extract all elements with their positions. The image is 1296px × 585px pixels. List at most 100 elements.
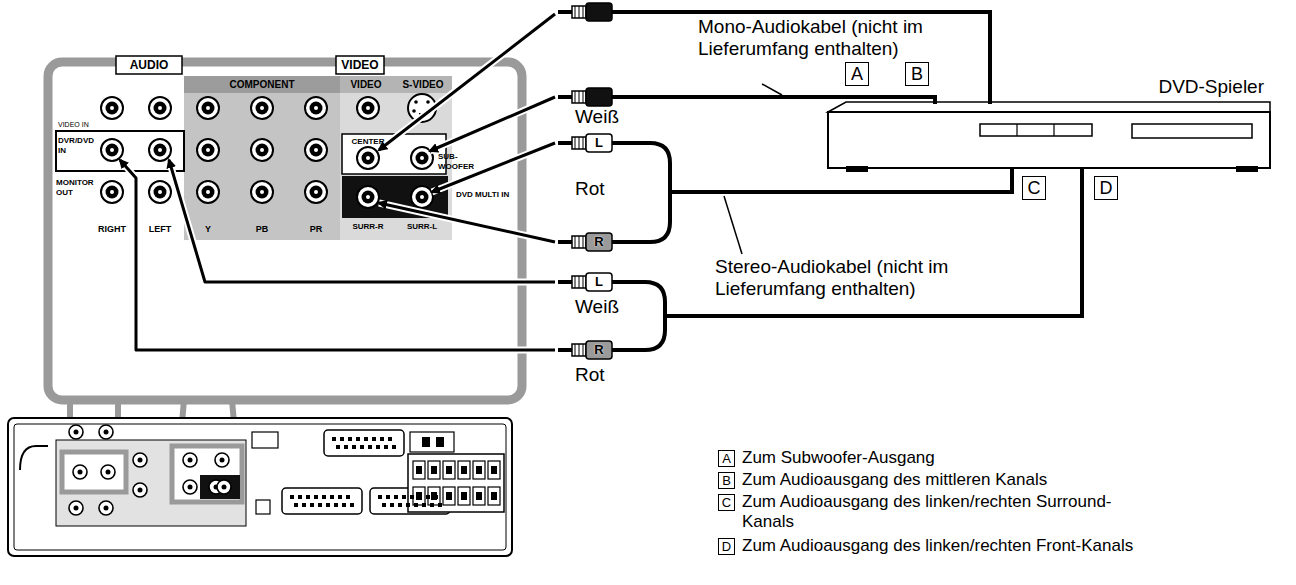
unit-jack (215, 453, 229, 467)
speaker-terminal-slot (476, 492, 482, 500)
jack-group (101, 94, 436, 208)
plug-grip (575, 6, 583, 18)
rca-jack-core (106, 186, 119, 199)
callout-letter: B (722, 474, 731, 487)
color-label: Weiß (575, 106, 619, 128)
rca-jack-pin (260, 190, 264, 194)
scart-pin (406, 503, 410, 507)
scart-pin (302, 503, 306, 507)
plug-body (586, 134, 612, 152)
rca-jack (357, 147, 379, 169)
video-tab (336, 56, 384, 74)
jack-label: Y (188, 224, 228, 235)
jack-label: RIGHT (92, 224, 132, 235)
unit-jack-core (220, 458, 225, 463)
power-cord (20, 446, 48, 470)
color-label: Weiß (575, 296, 619, 318)
callout-letter: A (722, 452, 731, 465)
rca-jack-pin (206, 148, 210, 152)
rca-jack-core (202, 102, 215, 115)
rca-jack (251, 181, 273, 203)
unit-jack (69, 425, 83, 439)
legend-text: Zum Audioausgang des linken/rechten Surr… (742, 492, 1147, 532)
leader-line (762, 84, 782, 95)
scart-pin (418, 495, 422, 499)
jack-label: DVR/DVD IN (58, 136, 98, 156)
speaker-terminal (443, 487, 455, 505)
jack-label: SURR-R (344, 222, 392, 232)
speaker-terminal-slot (461, 492, 467, 500)
speaker-terminal (458, 461, 470, 479)
jack-area (56, 440, 246, 526)
callout-box: D (1094, 176, 1118, 200)
unit-jack-core (138, 488, 143, 493)
scart-socket (282, 488, 362, 514)
rca-jack-pin (206, 106, 210, 110)
rca-jack (197, 181, 219, 203)
jack-label: DVD MULTI IN (456, 190, 510, 200)
speaker-terminal (413, 461, 425, 479)
legend-text: Zum Audioausgang des mittleren Kanals (742, 470, 1147, 490)
scart-pin (402, 495, 406, 499)
scart-pin (386, 495, 390, 499)
rca-jack-core (202, 144, 215, 157)
rca-jack (101, 97, 123, 119)
scart-pin (422, 503, 426, 507)
rca-jack (101, 139, 123, 161)
rca-jack-core (362, 102, 375, 115)
unit-jack (183, 453, 197, 467)
scart-pin (340, 437, 344, 441)
scart-pin (426, 495, 430, 499)
component-panel (184, 76, 340, 240)
cable-note: Mono-Audiokabel (nicht im Lieferumfang e… (698, 16, 930, 60)
scart-pin (378, 495, 382, 499)
rca-jack-pin (366, 156, 370, 160)
plug-grip (575, 344, 583, 356)
plug-tip (558, 280, 572, 284)
small-connector (256, 500, 270, 514)
rca-jack (305, 181, 327, 203)
arrow-halo (169, 160, 555, 282)
scart-pin (390, 503, 394, 507)
rca-jack-pin (158, 148, 162, 152)
speaker-terminal (443, 461, 455, 479)
rca-jack-core (256, 102, 269, 115)
arrow-halo (432, 143, 555, 192)
jack-label: VIDEO IN (58, 121, 98, 129)
panel-heading: VIDEO (336, 58, 384, 72)
scart-pin (310, 503, 314, 507)
rca-jack-pin (314, 106, 318, 110)
rca-jack-core (154, 186, 167, 199)
rca-jack (357, 97, 379, 119)
scart-pin (380, 437, 384, 441)
unit-body (8, 418, 512, 556)
plug-sleeve (572, 137, 586, 149)
scart-pin (334, 503, 338, 507)
rca-jack-core (256, 186, 269, 199)
s-video-pin (414, 100, 418, 104)
unit-details (69, 425, 500, 515)
scart-pin (350, 503, 354, 507)
plug-grip (575, 91, 583, 103)
rca-jack-pin (260, 148, 264, 152)
scart-pin (356, 437, 360, 441)
scart-pin (322, 495, 326, 499)
speaker-terminal (413, 487, 425, 505)
rca-jack-core (362, 152, 375, 165)
unit-jack-core (188, 458, 193, 463)
s-video-pin (426, 100, 430, 104)
highlight-audio (62, 452, 126, 492)
scart-socket (324, 430, 404, 456)
player-foot (846, 166, 868, 172)
device-name: DVD-Spieler (1158, 76, 1264, 98)
jack-label: PR (296, 224, 336, 235)
callout-letter: C (1028, 179, 1041, 197)
highlight-multi (172, 446, 242, 502)
rca-jack-pin (366, 106, 370, 110)
stereo-cable-c (612, 143, 1012, 242)
speaker-terminal-slot (446, 492, 452, 500)
scart-pin (434, 495, 438, 499)
plug-body (586, 3, 612, 21)
scart-pin (430, 503, 434, 507)
speaker-terminal (473, 461, 485, 479)
